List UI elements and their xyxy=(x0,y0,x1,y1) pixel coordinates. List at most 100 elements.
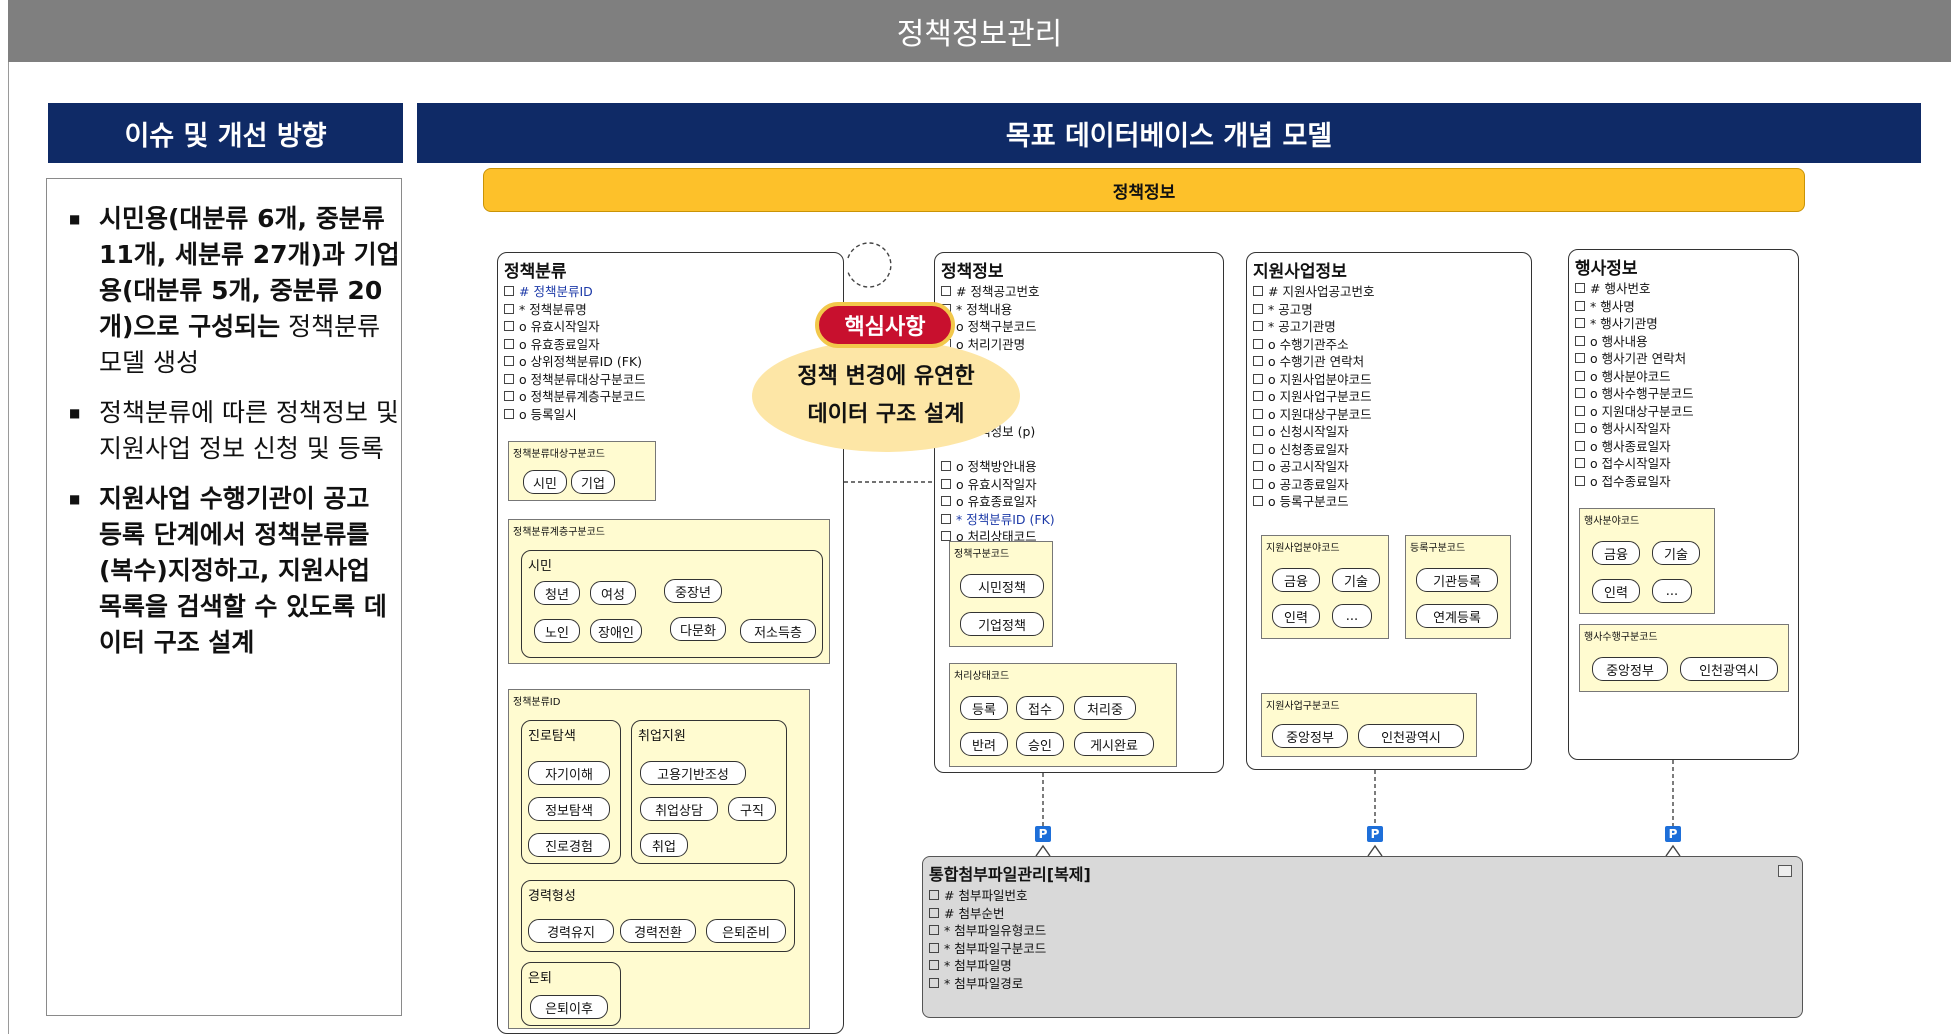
code-group-target: 정책분류대상구분코드 시민 기업 xyxy=(508,441,656,501)
code-pill: 인천광역시 xyxy=(1358,724,1464,748)
code-pill: 금융 xyxy=(1592,541,1640,565)
attribute: # 첨부파일번호 xyxy=(929,887,1046,905)
attribute: o 행사종료일자 xyxy=(1575,438,1694,456)
attribute: * 행사명 xyxy=(1575,298,1694,316)
code-pill: 인력 xyxy=(1272,604,1320,628)
attribute: o 유효시작일자 xyxy=(504,318,646,336)
attribute-list: # 정책공고번호 * 정책내용 o 정책구분코드 o 처리기관명 o 정책정보 … xyxy=(941,283,1055,546)
code-pill: 여성 xyxy=(590,581,636,605)
code-subgroup: 취업지원 고용기반조성 취업상담 구직 취업 xyxy=(631,720,787,864)
code-pill: 중앙정부 xyxy=(1592,657,1668,681)
code-pill: 정보탐색 xyxy=(528,797,610,821)
code-pill: 게시완료 xyxy=(1074,732,1154,756)
code-pill: 금융 xyxy=(1272,568,1320,592)
entity-support-project[interactable]: 지원사업정보 # 지원사업공고번호 * 공고명 * 공고기관명 o 수행기관주소… xyxy=(1246,252,1532,770)
entity-title: 정책분류 xyxy=(504,262,567,282)
attribute: o 정책분류계층구분코드 xyxy=(504,388,646,406)
code-group-id: 정책분류ID 진로탐색 자기이해 정보탐색 진로경험 취업지원 고용기반조성 취… xyxy=(508,689,810,1029)
attribute: o 정책구분코드 xyxy=(941,318,1055,336)
content-frame xyxy=(8,62,1951,1034)
primary-relation-icon: P xyxy=(1035,826,1051,842)
issue-item-2: 정책분류에 따른 정책정보 및 지원사업 정보 신청 및 등록 xyxy=(69,395,401,467)
code-pill: 은퇴준비 xyxy=(706,919,786,943)
attribute: o 행사수행구분코드 xyxy=(1575,385,1694,403)
code-pill: 고용기반조성 xyxy=(640,761,746,785)
attribute: o 처리상태코드 xyxy=(941,528,1055,546)
primary-relation-icon: P xyxy=(1665,826,1681,842)
copy-icon xyxy=(1778,865,1792,877)
attribute: * 행사기관명 xyxy=(1575,315,1694,333)
code-pill: ... xyxy=(1332,604,1372,628)
code-pill: 인천광역시 xyxy=(1680,657,1778,681)
code-pill: 경력유지 xyxy=(528,919,614,943)
code-pill: 구직 xyxy=(728,797,776,821)
entity-title: 지원사업정보 xyxy=(1253,262,1347,282)
code-pill: 시민 xyxy=(523,470,567,494)
attribute: o 정책분류대상구분코드 xyxy=(504,371,646,389)
attribute-list: # 지원사업공고번호 * 공고명 * 공고기관명 o 수행기관주소 o 수행기관… xyxy=(1253,283,1374,511)
code-pill: 인력 xyxy=(1592,579,1640,603)
code-pill: 취업 xyxy=(640,833,688,857)
code-pill: 시민정책 xyxy=(960,574,1044,598)
attribute: o 지원사업구분코드 xyxy=(1253,388,1374,406)
attribute: o 지원대상구분코드 xyxy=(1253,406,1374,424)
code-subgroup: 진로탐색 자기이해 정보탐색 진로경험 xyxy=(521,720,621,864)
code-pill: 기업 xyxy=(571,470,615,494)
issues-panel: 시민용(대분류 6개, 중분류 11개, 세분류 27개)과 기업용(대분류 5… xyxy=(46,178,402,1016)
code-pill: 중장년 xyxy=(664,579,722,603)
attribute: o 신청종료일자 xyxy=(1253,441,1374,459)
issue-item-1: 시민용(대분류 6개, 중분류 11개, 세분류 27개)과 기업용(대분류 5… xyxy=(69,201,401,381)
code-pill: 노인 xyxy=(534,619,580,643)
code-group-event-exec: 행사수행구분코드 중앙정부 인천광역시 xyxy=(1579,624,1789,692)
entity-policy-class[interactable]: 정책분류 # 정책분류ID * 정책분류명 o 유효시작일자 o 유효종료일자 … xyxy=(497,252,844,1034)
attribute: # 행사번호 xyxy=(1575,280,1694,298)
attribute-list: # 첨부파일번호 # 첨부순번 * 첨부파일유형코드 * 첨부파일구분코드 * … xyxy=(929,887,1046,992)
subject-banner: 정책정보 xyxy=(483,168,1805,212)
attribute: o 행사기관 연락처 xyxy=(1575,350,1694,368)
code-subgroup: 시민 청년 여성 중장년 노인 장애인 다문화 저소득층 xyxy=(521,550,823,658)
attribute: o 접수시작일자 xyxy=(1575,455,1694,473)
code-subgroup: 은퇴 은퇴이후 xyxy=(521,962,621,1026)
code-group-status: 처리상태코드 등록 접수 처리중 반려 승인 게시완료 xyxy=(949,663,1177,767)
attribute: o 정책방안내용 xyxy=(941,458,1055,476)
entity-title: 통합첨부파일관리[복제] xyxy=(929,865,1091,884)
attribute: o 상위정책분류ID (FK) xyxy=(504,353,646,371)
entity-title: 행사정보 xyxy=(1575,259,1638,279)
code-pill: ... xyxy=(1652,579,1692,603)
attribute-list: # 정책분류ID * 정책분류명 o 유효시작일자 o 유효종료일자 o 상위정… xyxy=(504,283,646,423)
attribute: o 수행기관주소 xyxy=(1253,336,1374,354)
issue-item-3: 지원사업 수행기관이 공고 등록 단계에서 정책분류를 (복수)지정하고, 지원… xyxy=(69,481,401,661)
attribute: o 접수종료일자 xyxy=(1575,473,1694,491)
core-callout: 정책 변경에 유연한 데이터 구조 설계 xyxy=(752,340,1020,452)
entity-attachment[interactable]: 통합첨부파일관리[복제] # 첨부파일번호 # 첨부순번 * 첨부파일유형코드 … xyxy=(922,856,1803,1018)
attribute: * 첨부파일경로 xyxy=(929,975,1046,993)
attribute: o 유효종료일자 xyxy=(941,493,1055,511)
code-pill: 승인 xyxy=(1016,732,1064,756)
entity-policy-info[interactable]: 정책정보 # 정책공고번호 * 정책내용 o 정책구분코드 o 처리기관명 o … xyxy=(934,252,1224,773)
code-pill: 기술 xyxy=(1332,568,1380,592)
attribute: o 공고시작일자 xyxy=(1253,458,1374,476)
attribute-list: # 행사번호 * 행사명 * 행사기관명 o 행사내용 o 행사기관 연락처 o… xyxy=(1575,280,1694,490)
attribute: * 정책분류ID (FK) xyxy=(941,511,1055,529)
attribute: o 등록일시 xyxy=(504,406,646,424)
attribute: o 등록구분코드 xyxy=(1253,493,1374,511)
entity-event-info[interactable]: 행사정보 # 행사번호 * 행사명 * 행사기관명 o 행사내용 o 행사기관 … xyxy=(1568,249,1799,760)
code-subgroup: 경력형성 경력유지 경력전환 은퇴준비 xyxy=(521,880,795,952)
attribute: # 첨부순번 xyxy=(929,905,1046,923)
code-pill: 경력전환 xyxy=(620,919,696,943)
code-pill: 접수 xyxy=(1016,696,1064,720)
attribute: o 행사분야코드 xyxy=(1575,368,1694,386)
attribute: o 지원대상구분코드 xyxy=(1575,403,1694,421)
code-pill: 처리중 xyxy=(1074,696,1136,720)
code-pill: 저소득층 xyxy=(740,619,816,643)
code-pill: 반려 xyxy=(960,732,1008,756)
attribute: o 지원사업분야코드 xyxy=(1253,371,1374,389)
attribute: # 정책분류ID xyxy=(504,283,646,301)
attribute: o 행사내용 xyxy=(1575,333,1694,351)
code-pill: 연계등록 xyxy=(1416,604,1498,628)
code-group-event-field: 행사분야코드 금융 기술 인력 ... xyxy=(1579,508,1715,614)
attribute: * 첨부파일유형코드 xyxy=(929,922,1046,940)
code-pill: 진로경험 xyxy=(528,833,610,857)
attribute: o 행사시작일자 xyxy=(1575,420,1694,438)
attribute: * 정책분류명 xyxy=(504,301,646,319)
